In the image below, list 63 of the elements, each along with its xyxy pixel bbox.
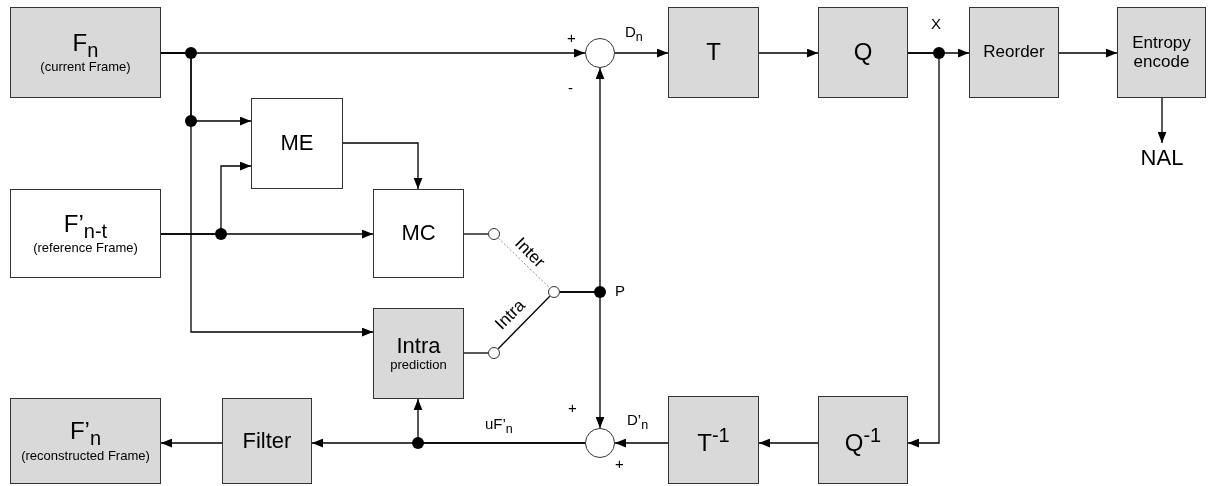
sign-label: + — [568, 400, 577, 415]
block-title: Q — [852, 39, 874, 66]
connector-line — [463, 233, 489, 235]
process-box — [251, 98, 343, 189]
arrow — [342, 142, 423, 190]
switch-terminal — [488, 228, 500, 240]
block-title: F’$_{n-t}$ — [62, 210, 109, 242]
block-title: Reorder — [982, 43, 1046, 62]
connector-line — [497, 295, 551, 350]
sign-label: + — [615, 456, 624, 471]
signal-name: P — [615, 283, 625, 298]
arrow — [559, 291, 605, 429]
sign-label: + — [567, 30, 576, 45]
process-box — [818, 7, 908, 98]
process-box — [10, 189, 161, 278]
block-subtitle: (reconstructed Frame) — [20, 448, 151, 464]
arrow — [160, 161, 252, 235]
switch-terminal — [488, 347, 500, 359]
arrow — [758, 438, 819, 448]
block-title: T — [705, 39, 722, 66]
arrow — [160, 52, 374, 337]
block-title: Filter — [241, 428, 293, 454]
process-box — [818, 396, 908, 484]
connector-line — [497, 237, 551, 289]
block-title: Intra — [395, 333, 442, 359]
edge-label: Intra — [491, 295, 529, 334]
block-title: MC — [400, 221, 437, 246]
block-subtitle: (current Frame) — [39, 60, 132, 76]
arrow — [1058, 48, 1118, 58]
block-subtitle: prediction — [389, 358, 448, 374]
process-box — [668, 396, 759, 484]
switch-pole — [548, 286, 560, 298]
block-title: F’$_{n}$ — [68, 418, 103, 449]
edge-label: D$_{n}$ — [624, 24, 644, 44]
signal-name: X — [931, 16, 941, 31]
block-title: Q$^{-1}$ — [843, 423, 883, 457]
sign-label: - — [568, 80, 573, 95]
arrow — [758, 48, 819, 58]
arrow — [160, 438, 223, 448]
output-label: NAL — [1139, 145, 1185, 171]
connector-line — [463, 352, 489, 354]
process-box — [668, 7, 759, 98]
block-subtitle: (reference Frame) — [32, 241, 139, 257]
process-box — [10, 7, 161, 98]
block-title: Entropy encode — [1131, 33, 1192, 72]
arrow — [614, 438, 669, 448]
process-box — [1117, 7, 1206, 98]
process-box — [969, 7, 1059, 98]
edge-label: D’$_{n}$ — [626, 412, 650, 432]
edge-label: uF’$_{n}$ — [484, 416, 514, 436]
process-box — [222, 398, 312, 484]
process-box — [373, 189, 464, 278]
process-box — [373, 308, 464, 399]
arrow — [614, 48, 669, 58]
block-title: T$^{-1}$ — [696, 423, 731, 457]
arrow — [907, 52, 940, 448]
arrow — [1157, 97, 1167, 144]
arrow — [413, 398, 586, 444]
block-title: ME — [279, 131, 315, 156]
summing-junction — [585, 38, 615, 68]
summing-junction — [585, 428, 615, 458]
process-box — [10, 398, 161, 484]
block-title: F$_{n}$ — [71, 29, 100, 61]
